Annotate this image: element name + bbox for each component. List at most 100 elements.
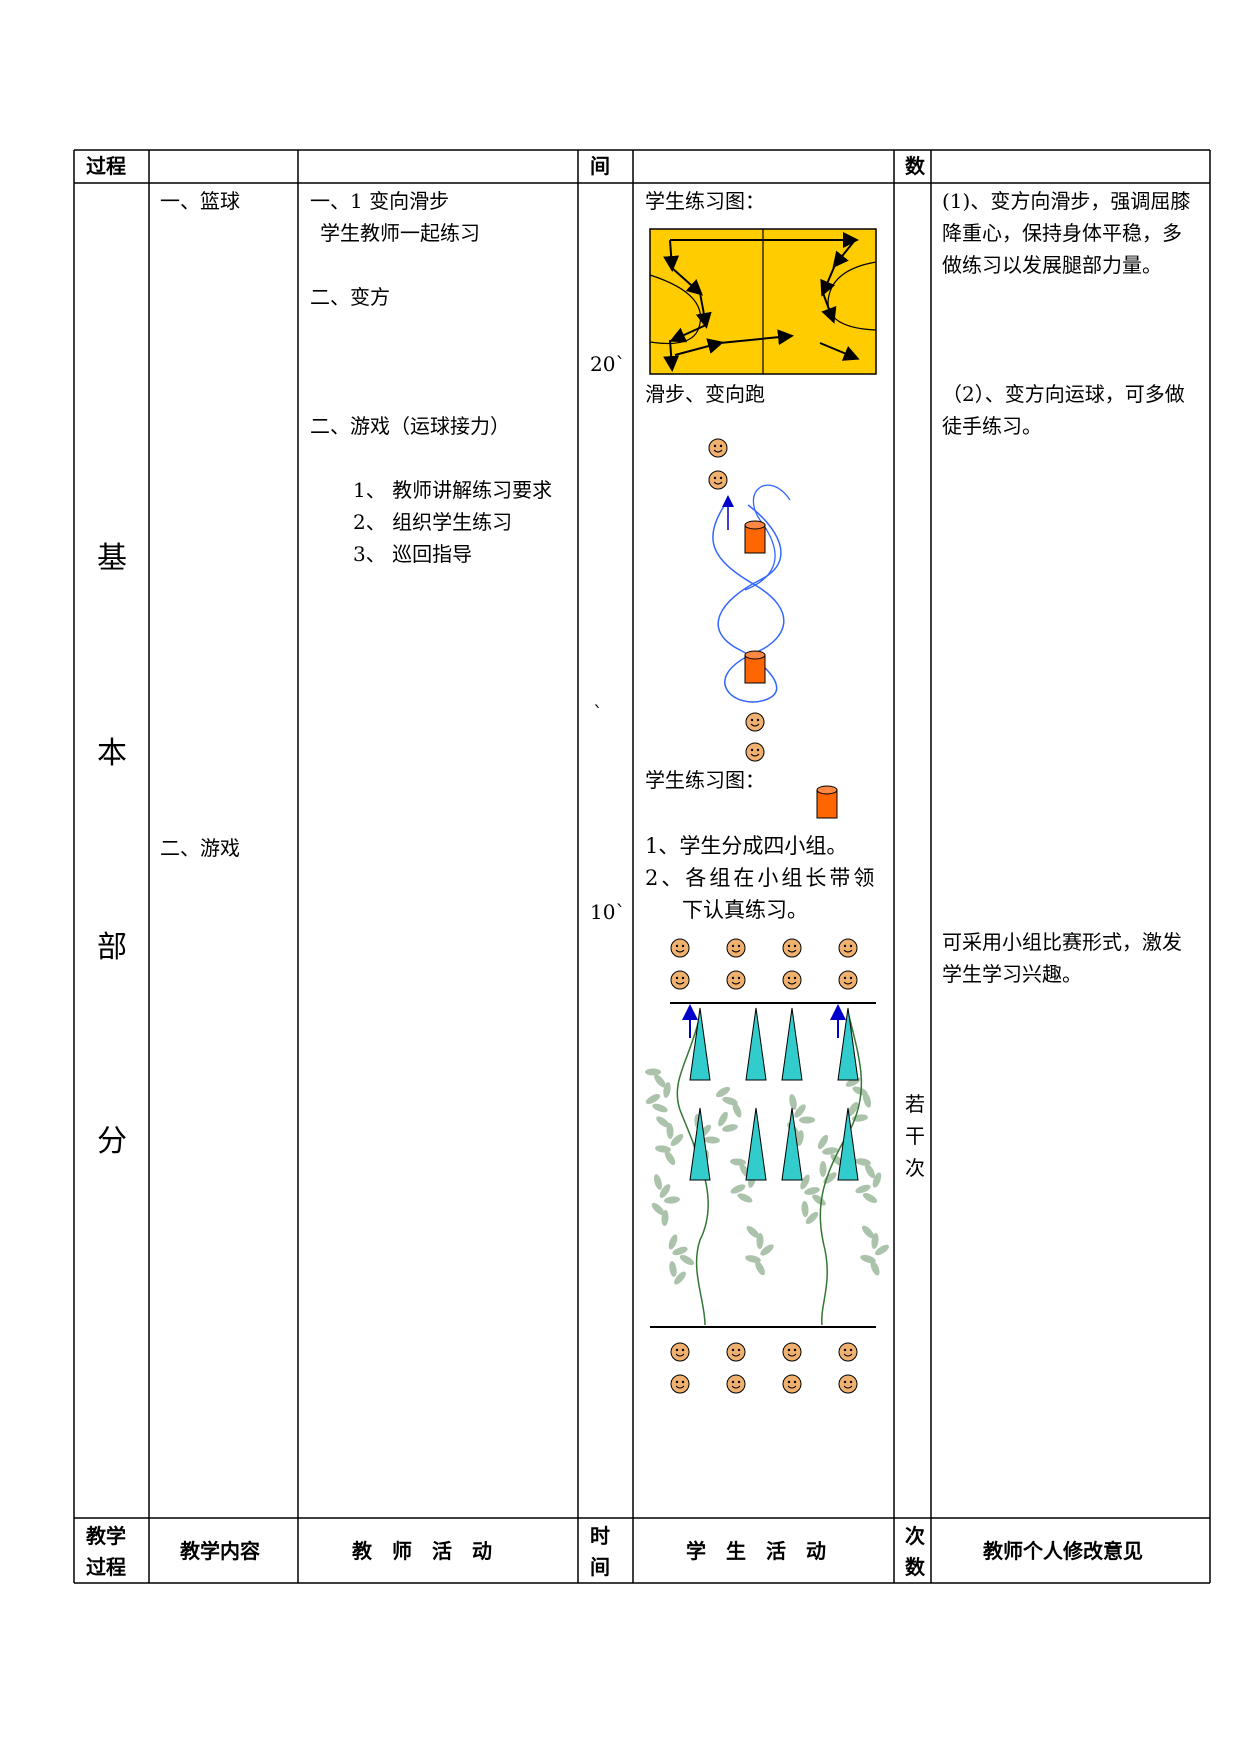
leaf-decoration [674, 1271, 686, 1285]
diagram-title: 学生练习图： [645, 189, 765, 213]
teacher-item-2: 二、变方 [310, 285, 390, 309]
smiley-face-icon [708, 438, 728, 458]
student-face-icons [670, 938, 858, 1394]
leaf-decoration [666, 1123, 674, 1139]
leaf-decoration [855, 1184, 871, 1194]
leaf-decoration [718, 1111, 728, 1127]
smiley-face-icon [838, 1374, 858, 1394]
leaf-decoration [645, 1068, 661, 1076]
header-count: 数 [905, 154, 925, 178]
smiley-face-icon [782, 1374, 802, 1394]
smiley-face-icon [726, 970, 746, 990]
smiley-face-icon [726, 1342, 746, 1362]
section-label-char: 部 [97, 930, 127, 965]
smiley-face-icon [670, 970, 690, 990]
leaf-decoration [645, 1093, 661, 1105]
leaf-decoration [822, 1147, 838, 1155]
time-20: 20` [590, 352, 626, 376]
student-step: 下认真练习。 [682, 898, 808, 922]
leaf-decoration [668, 1234, 678, 1250]
footer-count: 数 [905, 1555, 925, 1579]
leaf-decoration [864, 1163, 876, 1179]
leaf-decoration [653, 1174, 663, 1190]
leaf-decoration [651, 1202, 665, 1216]
leaf-decoration [732, 1102, 742, 1118]
leaf-decoration [861, 1225, 875, 1239]
teacher-step: 1、 教师讲解练习要求 [353, 478, 553, 502]
leaf-decoration [799, 1116, 815, 1124]
student-step: 2、各组在小组长带领 [645, 866, 878, 890]
teacher-item-1: 一、1 变向滑步 [310, 189, 450, 213]
section-label-char: 基 [97, 541, 127, 576]
teacher-item-1-sub: 学生教师一起练习 [320, 221, 480, 245]
smiley-face-icon [670, 1374, 690, 1394]
teacher-item-3: 二、游戏（运球接力） [310, 414, 510, 438]
note-line: 可采用小组比赛形式，激发 [942, 930, 1182, 954]
leaf-decoration [730, 1184, 746, 1194]
cone-icon [744, 520, 766, 554]
marker-cone-icon [689, 1107, 711, 1181]
footer-teacher-activity: 教 师 活 动 [352, 1539, 492, 1563]
section-label-char: 分 [97, 1124, 127, 1159]
leaf-decoration [760, 1244, 774, 1256]
leaf-decoration [789, 1094, 797, 1110]
leaf-decoration [862, 1092, 872, 1108]
smiley-face-icon [708, 470, 728, 490]
smiley-face-icon [670, 1342, 690, 1362]
leaf-decoration [722, 1124, 738, 1132]
smiley-face-icon [670, 938, 690, 958]
leaf-decoration [652, 1103, 668, 1113]
content-basketball: 一、篮球 [160, 189, 240, 213]
leaf-decoration [862, 1192, 878, 1204]
leaf-decoration [730, 1158, 746, 1166]
smiley-face-icon [745, 742, 765, 762]
leaf-decoration [737, 1193, 753, 1203]
note-line: （2）、变方向运球，可多做 [942, 382, 1185, 406]
diagram-title: 学生练习图： [645, 768, 765, 792]
times-char: 若 [905, 1092, 925, 1116]
times-char: 干 [905, 1124, 925, 1148]
leaf-decoration [847, 1102, 859, 1116]
leaf-decoration [664, 1196, 680, 1204]
smiley-face-icon [726, 1374, 746, 1394]
leaf-decoration [669, 1261, 677, 1277]
leaf-decoration [812, 1194, 826, 1206]
leaf-decoration [715, 1086, 731, 1098]
cone-icon [744, 650, 766, 684]
time-mark: ` [593, 701, 603, 725]
marker-cone-icon [781, 1107, 803, 1181]
leaf-decoration [654, 1074, 666, 1088]
note-line: 降重心，保持身体平稳，多 [942, 221, 1182, 245]
leaf-decoration [872, 1172, 882, 1188]
smiley-face-icon [838, 970, 858, 990]
leaf-decoration [663, 1082, 671, 1098]
leaf-decoration [870, 1260, 880, 1276]
times-char: 次 [905, 1156, 925, 1180]
footer-process: 教学 [86, 1524, 126, 1548]
student-step: 1、学生分成四小组。 [645, 834, 848, 858]
header-time: 间 [590, 154, 610, 178]
leaf-decoration [659, 1184, 671, 1198]
note-line: 徒手练习。 [942, 414, 1042, 438]
leaf-decoration [670, 1133, 684, 1147]
marker-cone-icon [837, 1007, 859, 1081]
leaf-decoration [661, 1210, 669, 1226]
student-face-icons [708, 438, 765, 762]
smiley-face-icon [726, 938, 746, 958]
marker-cone-icon [745, 1007, 767, 1081]
marker-cone-icon [689, 1007, 711, 1081]
teacher-step: 2、 组织学生练习 [353, 510, 513, 534]
note-line: 做练习以发展腿部力量。 [942, 253, 1162, 277]
time-10: 10` [590, 900, 626, 924]
footer-teacher-notes: 教师个人修改意见 [983, 1539, 1143, 1563]
teacher-step: 3、 巡回指导 [353, 542, 473, 566]
leaf-decoration [875, 1244, 889, 1256]
note-line: 学生学习兴趣。 [942, 962, 1082, 986]
leaf-decoration [796, 1130, 804, 1146]
header-process: 过程 [86, 154, 126, 178]
leaf-decoration [804, 1187, 820, 1195]
marker-cone-icon [781, 1007, 803, 1081]
